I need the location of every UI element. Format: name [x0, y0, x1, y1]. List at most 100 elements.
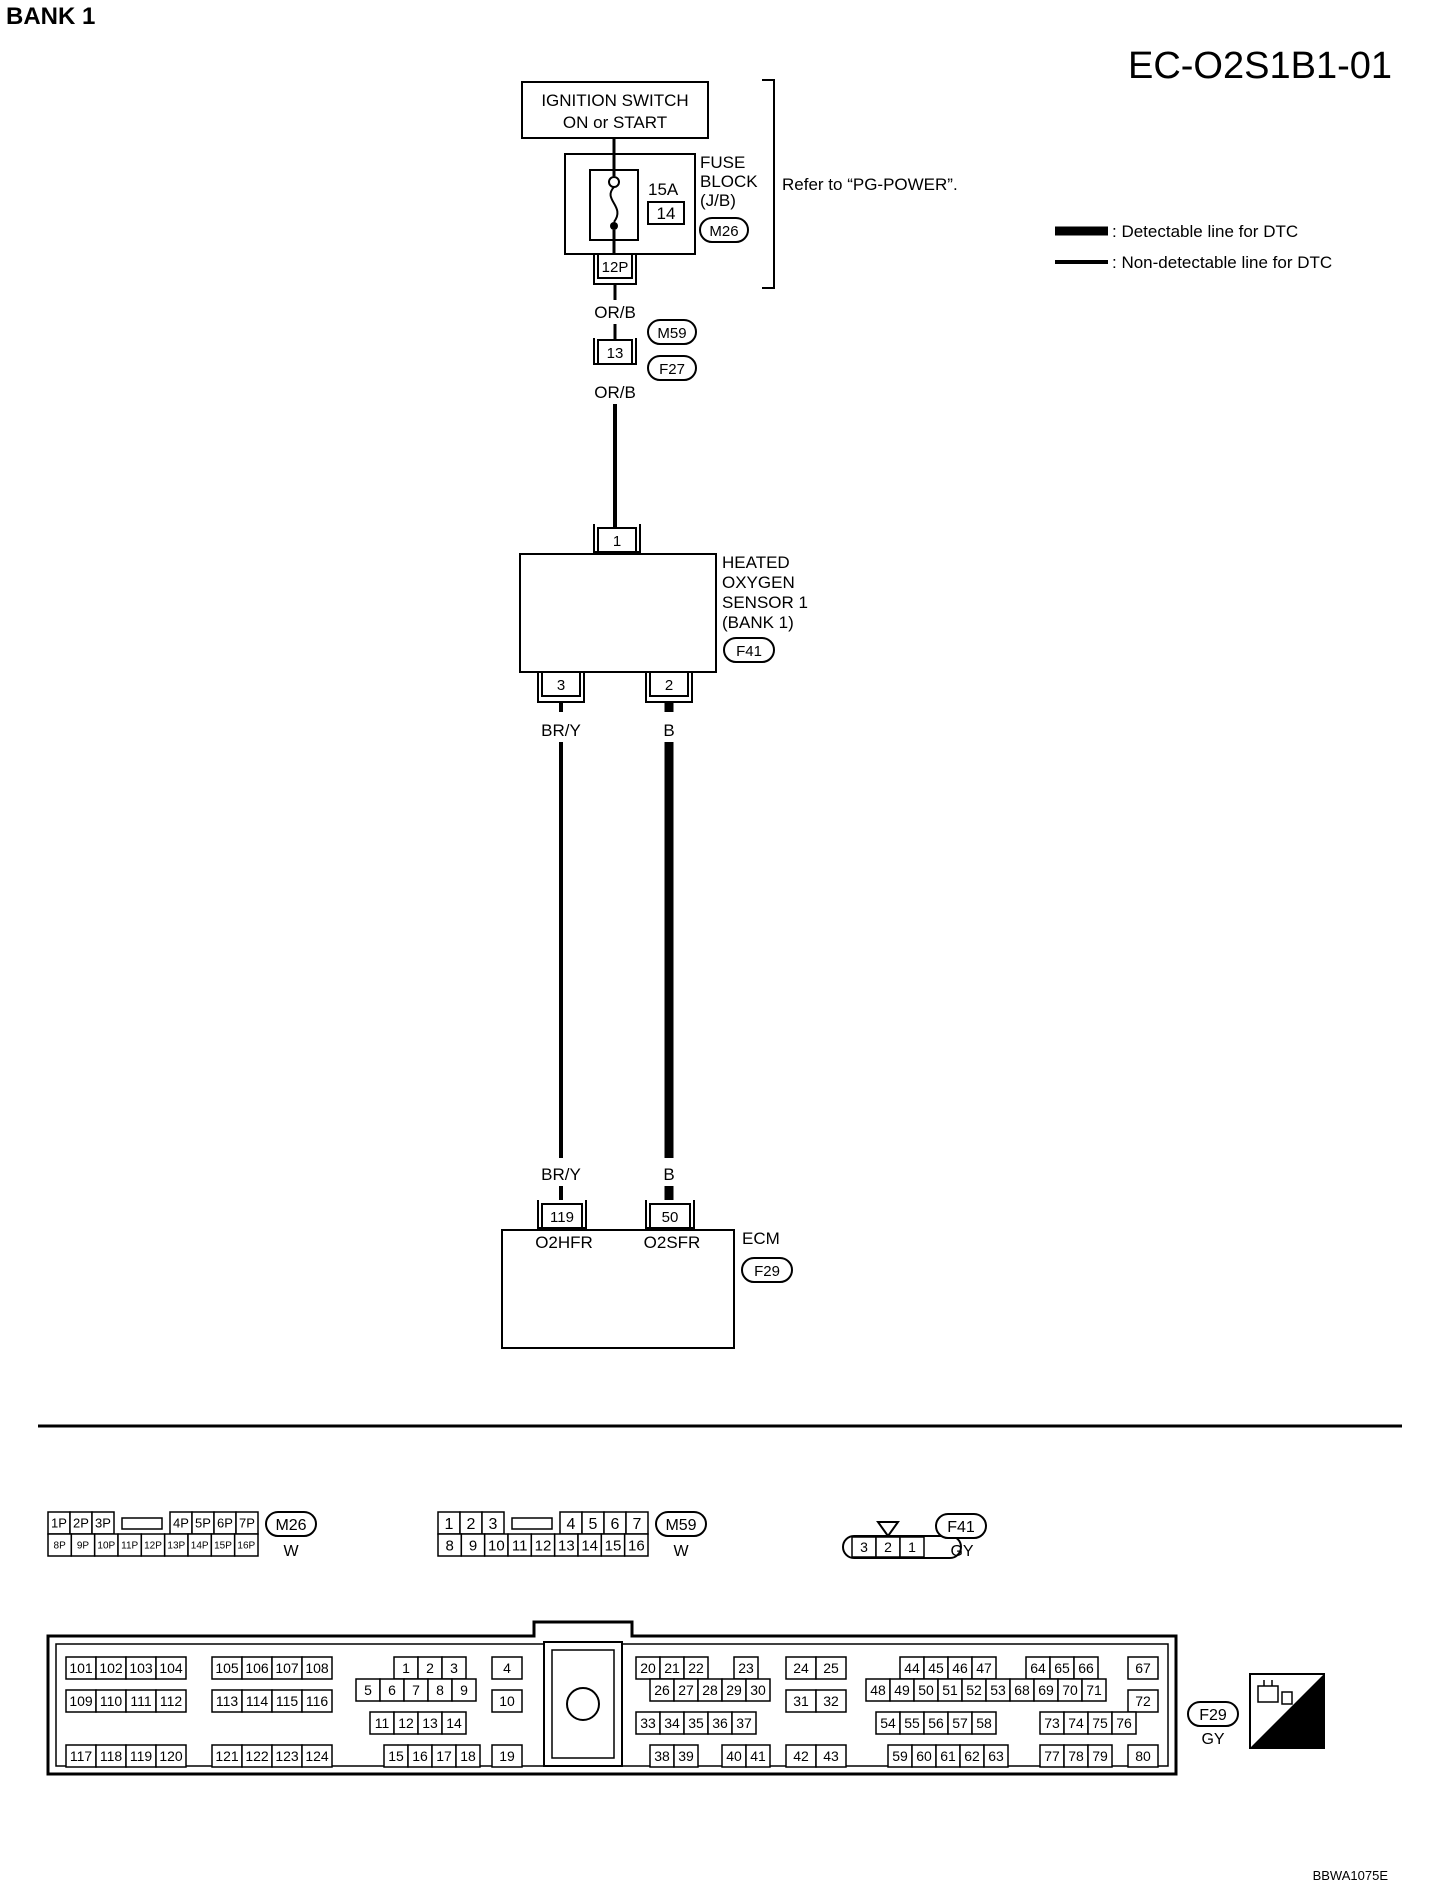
- f29-pin-0-label: 101: [69, 1660, 93, 1676]
- f29-pin-17-label: 25: [823, 1660, 839, 1676]
- ecm-pin-50: 50: [662, 1209, 679, 1226]
- f29-pin-84-label: 15: [388, 1748, 404, 1764]
- f29-pin-59-label: 12: [398, 1715, 414, 1731]
- conn-m59-color: W: [673, 1543, 689, 1560]
- f29-pin-88-label: 19: [499, 1748, 515, 1764]
- f29-pin-26-label: 5: [364, 1682, 372, 1698]
- f29-pin-33-label: 27: [678, 1682, 694, 1698]
- f29-pin-34-label: 28: [702, 1682, 718, 1698]
- fuse-block: 15A 14 FUSE BLOCK (J/B) M26 12P: [564, 138, 758, 285]
- f29-pin-96-label: 60: [916, 1748, 932, 1764]
- ecm-pin-119: 119: [550, 1209, 574, 1226]
- f29-pin-31-label: 10: [499, 1693, 515, 1709]
- conn-m26-pin-top-1-label: 2P: [73, 1516, 89, 1531]
- f29-pin-69-label: 56: [928, 1715, 944, 1731]
- f29-pin-55-label: 70: [1062, 1682, 1078, 1698]
- f29-pin-74-label: 75: [1092, 1715, 1108, 1731]
- conn-m59-pin-bot-8: [623, 1533, 649, 1557]
- f29-pin-14-label: 22: [688, 1660, 704, 1676]
- f29-pin-20-label: 46: [952, 1660, 968, 1676]
- fuse-number: 14: [657, 204, 676, 223]
- f29-pin-11: [491, 1656, 523, 1680]
- wire-color-orb-lower: OR/B: [594, 383, 636, 402]
- joint-connector-lower: F27: [659, 361, 685, 378]
- f29-pin-60-label: 13: [422, 1715, 438, 1731]
- conn-m26-pin-bot-8: [233, 1533, 259, 1557]
- conn-m26-pin-bot-8-label: 16P: [237, 1541, 255, 1552]
- f29-pin-66-label: 37: [736, 1715, 752, 1731]
- f29-pin-94-label: 43: [823, 1748, 839, 1764]
- wire-color-bry-top: BR/Y: [541, 721, 581, 740]
- conn-m59-pin-bot-4-label: 12: [535, 1537, 552, 1554]
- ignition-label-1: IGNITION SWITCH: [541, 91, 688, 110]
- f29-pin-87: [455, 1744, 481, 1768]
- f29-pin-44: [301, 1689, 333, 1713]
- conn-m26-pin-top-6-label: 7P: [239, 1516, 255, 1531]
- legend-non-detectable: : Non-detectable line for DTC: [1112, 253, 1332, 272]
- f29-pin-102: [1087, 1744, 1113, 1768]
- f29-pin-63-label: 34: [664, 1715, 680, 1731]
- conn-m26-pin-top-2-label: 3P: [95, 1516, 111, 1531]
- f29-pin-61: [441, 1711, 467, 1735]
- legend: : Detectable line for DTC : Non-detectab…: [1055, 222, 1332, 272]
- f29-pin-27-label: 6: [388, 1682, 396, 1698]
- ecm-connector: F29: [754, 1263, 780, 1280]
- f29-pin-36: [745, 1678, 771, 1702]
- f29-pin-4-label: 105: [215, 1660, 239, 1676]
- f29-pin-11-label: 4: [503, 1660, 511, 1676]
- fuse-reference-bracket: [762, 79, 775, 289]
- conn-m59-pin-bot-0-label: 8: [445, 1537, 453, 1554]
- conn-m26-pin-bot-3-label: 11P: [121, 1541, 138, 1552]
- f29-pin-56: [1081, 1678, 1107, 1702]
- conn-m26-pin-top-5-label: 6P: [217, 1516, 233, 1531]
- conn-m59-pin-top-1-label: 2: [467, 1516, 476, 1533]
- f29-pin-99-label: 63: [988, 1748, 1004, 1764]
- f29-pin-21-label: 47: [976, 1660, 992, 1676]
- f29-pin-86-label: 17: [436, 1748, 452, 1764]
- f29-pin-57-label: 72: [1135, 1693, 1151, 1709]
- f29-pin-41-label: 113: [216, 1693, 239, 1709]
- f29-pin-83-label: 124: [305, 1748, 329, 1764]
- conn-m59-pin-bot-8-label: 16: [628, 1537, 645, 1554]
- f29-pin-78-label: 119: [130, 1748, 153, 1764]
- f29-pin-61-label: 14: [446, 1715, 462, 1731]
- conn-m26-lock: [121, 1517, 163, 1530]
- conn-m59-pin-top-5-label: 6: [611, 1516, 620, 1533]
- f29-pin-3: [155, 1656, 187, 1680]
- fuse-block-label-1: FUSE: [700, 153, 745, 172]
- f29-pin-49-label: 50: [918, 1682, 934, 1698]
- ecm-signal-o2hfr: O2HFR: [535, 1233, 593, 1252]
- f29-pin-90: [673, 1744, 699, 1768]
- f29-pin-31: [491, 1689, 523, 1713]
- f29-pin-9-label: 2: [426, 1660, 434, 1676]
- f29-id: [1187, 1701, 1239, 1727]
- f29-pin-3-label: 104: [159, 1660, 183, 1676]
- f29-pin-75: [1111, 1711, 1137, 1735]
- f29-pin-95-label: 59: [892, 1748, 908, 1764]
- hs-label: H.S.: [1284, 1729, 1311, 1745]
- f29-pin-71: [971, 1711, 997, 1735]
- connector-icon: [1257, 1680, 1293, 1705]
- wire-color-b-top: B: [663, 721, 674, 740]
- sensor-label-1: HEATED: [722, 553, 790, 572]
- f29-pin-103: [1127, 1744, 1159, 1768]
- f29-pin-32-label: 26: [654, 1682, 670, 1698]
- conn-m59-pin-bot-3-label: 11: [512, 1537, 528, 1554]
- f29-pin-77-label: 118: [100, 1748, 123, 1764]
- f29-pin-92: [745, 1744, 771, 1768]
- f29-pin-40-label: 112: [160, 1693, 183, 1709]
- f29-id-label: F29: [1199, 1707, 1227, 1724]
- f29-pin-88: [491, 1744, 523, 1768]
- f29-pin-98-label: 62: [964, 1748, 980, 1764]
- fuse-icon: [608, 176, 620, 188]
- f29-pin-12-label: 20: [640, 1660, 656, 1676]
- f29-pin-22-label: 64: [1030, 1660, 1046, 1676]
- f29-pin-39-label: 111: [130, 1693, 151, 1709]
- fuse-terminal: 12P: [602, 259, 629, 276]
- wire-color-orb-upper: OR/B: [594, 303, 636, 322]
- f29-pin-70-label: 57: [952, 1715, 968, 1731]
- conn-m26-pin-bot-1-label: 9P: [77, 1541, 90, 1552]
- diagram-code: EC-O2S1B1-01: [1128, 45, 1392, 87]
